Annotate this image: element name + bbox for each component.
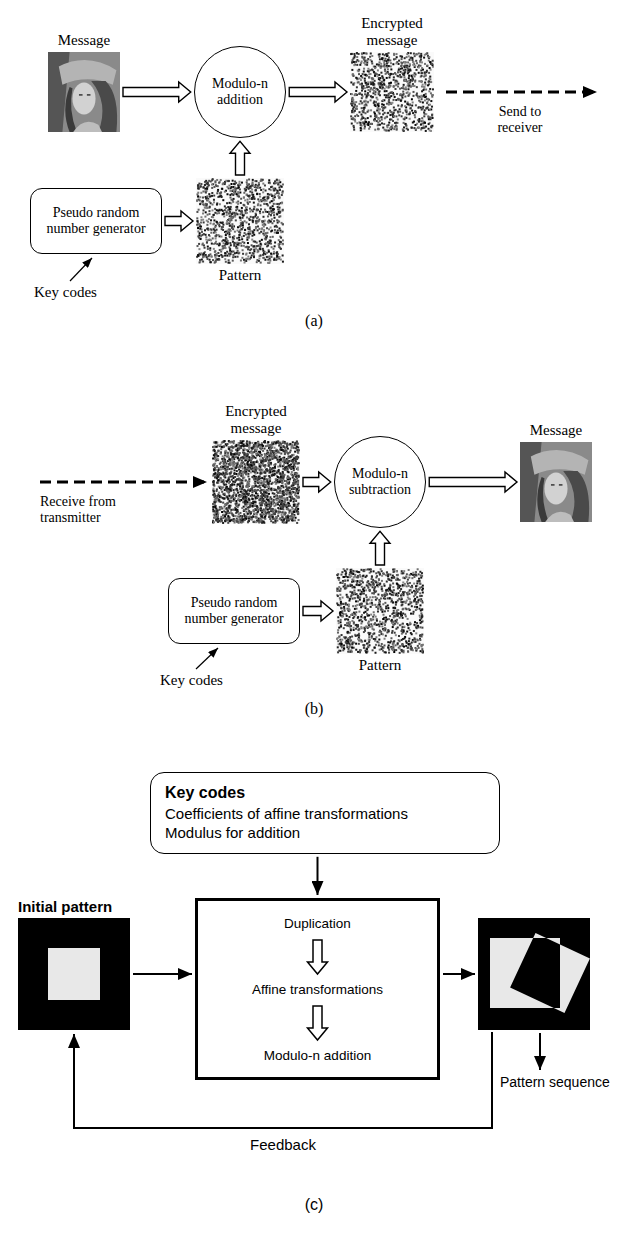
figure-stage: MessageModulo-n additionEncrypted messag… xyxy=(0,0,628,1240)
